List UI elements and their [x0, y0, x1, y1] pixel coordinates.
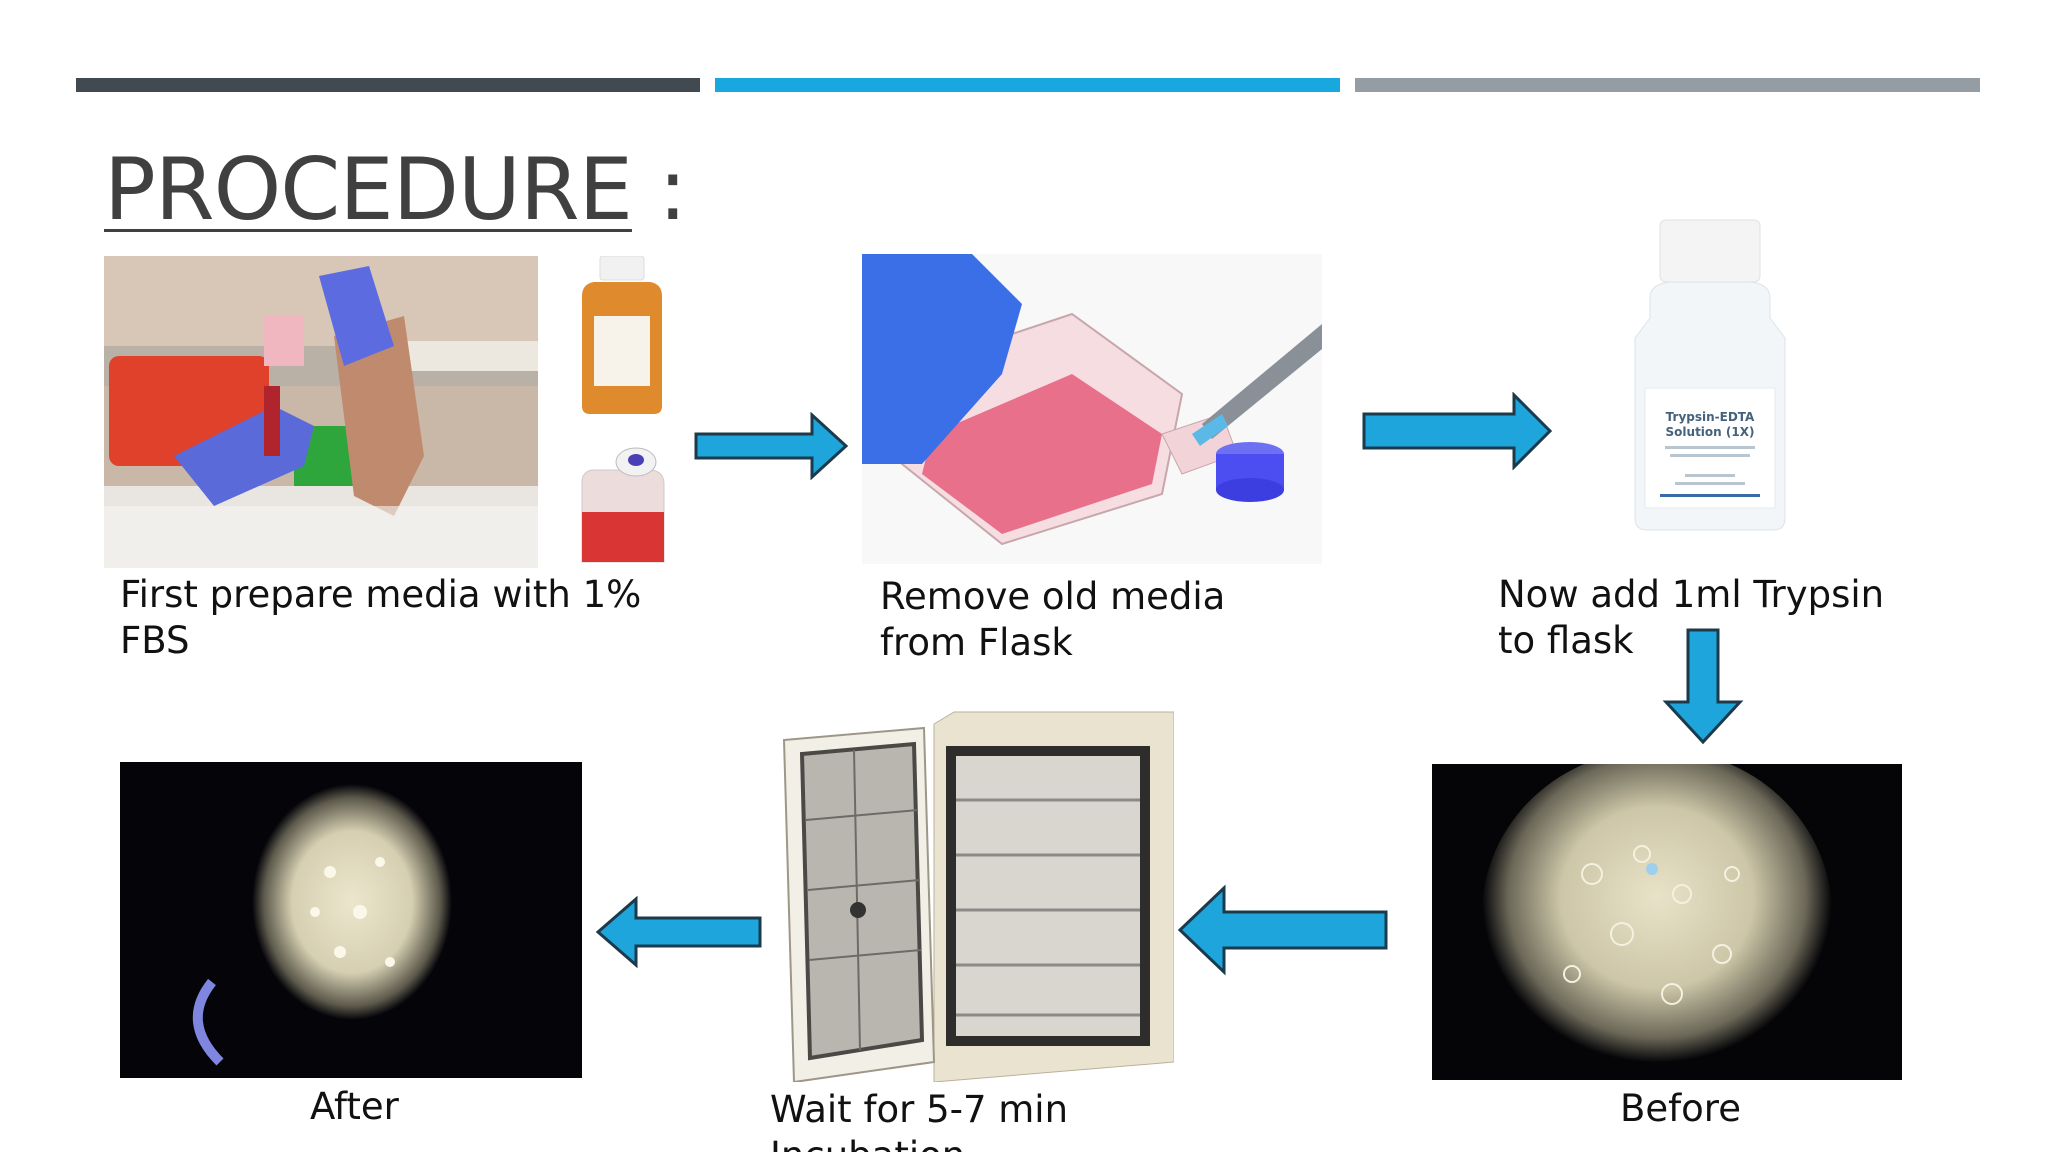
- caption-after: After: [310, 1084, 399, 1130]
- page-title-suffix: :: [631, 140, 687, 240]
- media-bottle-orange: [552, 256, 692, 416]
- header-bar-gray: [1355, 78, 1980, 92]
- incubator-photo: [774, 710, 1174, 1082]
- caption-after-label: After: [310, 1085, 399, 1128]
- caption-prepare: First prepare media with 1% FBS: [120, 572, 641, 664]
- bottle-label-title1: Trypsin-EDTA: [1666, 410, 1755, 424]
- caption-before: Before: [1620, 1086, 1741, 1132]
- bottle-label-title2: Solution (1X): [1666, 425, 1755, 439]
- flask-photo: [862, 254, 1322, 564]
- caption-trypsin-line2: to flask: [1498, 619, 1634, 662]
- media-bottle-red: [552, 432, 692, 568]
- caption-remove: Remove old media from Flask: [880, 574, 1225, 666]
- before-microscope-photo: [1432, 764, 1902, 1080]
- caption-wait: Wait for 5-7 min Incubation: [770, 1087, 1068, 1152]
- arrow-left-icon-2: [594, 896, 764, 968]
- caption-trypsin-line1: Now add 1ml Trypsin: [1498, 573, 1885, 616]
- caption-prepare-line1: First prepare media with 1%: [120, 573, 642, 616]
- caption-wait-line1: Wait for 5-7 min: [770, 1088, 1069, 1131]
- header-bar-blue: [715, 78, 1340, 92]
- arrow-down-icon: [1662, 628, 1744, 746]
- caption-trypsin: Now add 1ml Trypsin to flask: [1498, 572, 1884, 664]
- after-microscope-photo: [120, 762, 582, 1078]
- caption-remove-line2: from Flask: [880, 621, 1073, 664]
- arrow-left-icon: [1176, 884, 1390, 976]
- arrow-right-icon: [694, 412, 850, 480]
- arrow-right-icon-2: [1362, 392, 1554, 470]
- trypsin-bottle-photo: Trypsin-EDTA Solution (1X): [1590, 218, 1830, 538]
- caption-wait-line2: Incubation: [770, 1133, 1068, 1152]
- caption-before-label: Before: [1620, 1087, 1741, 1130]
- header-bar-dark: [76, 78, 700, 92]
- page-title-word: PROCEDURE: [104, 140, 633, 240]
- lab-prep-photo: [104, 256, 538, 568]
- caption-remove-line1: Remove old media: [880, 575, 1226, 618]
- page-title: PROCEDURE :: [104, 140, 687, 240]
- caption-prepare-line2: FBS: [120, 619, 190, 662]
